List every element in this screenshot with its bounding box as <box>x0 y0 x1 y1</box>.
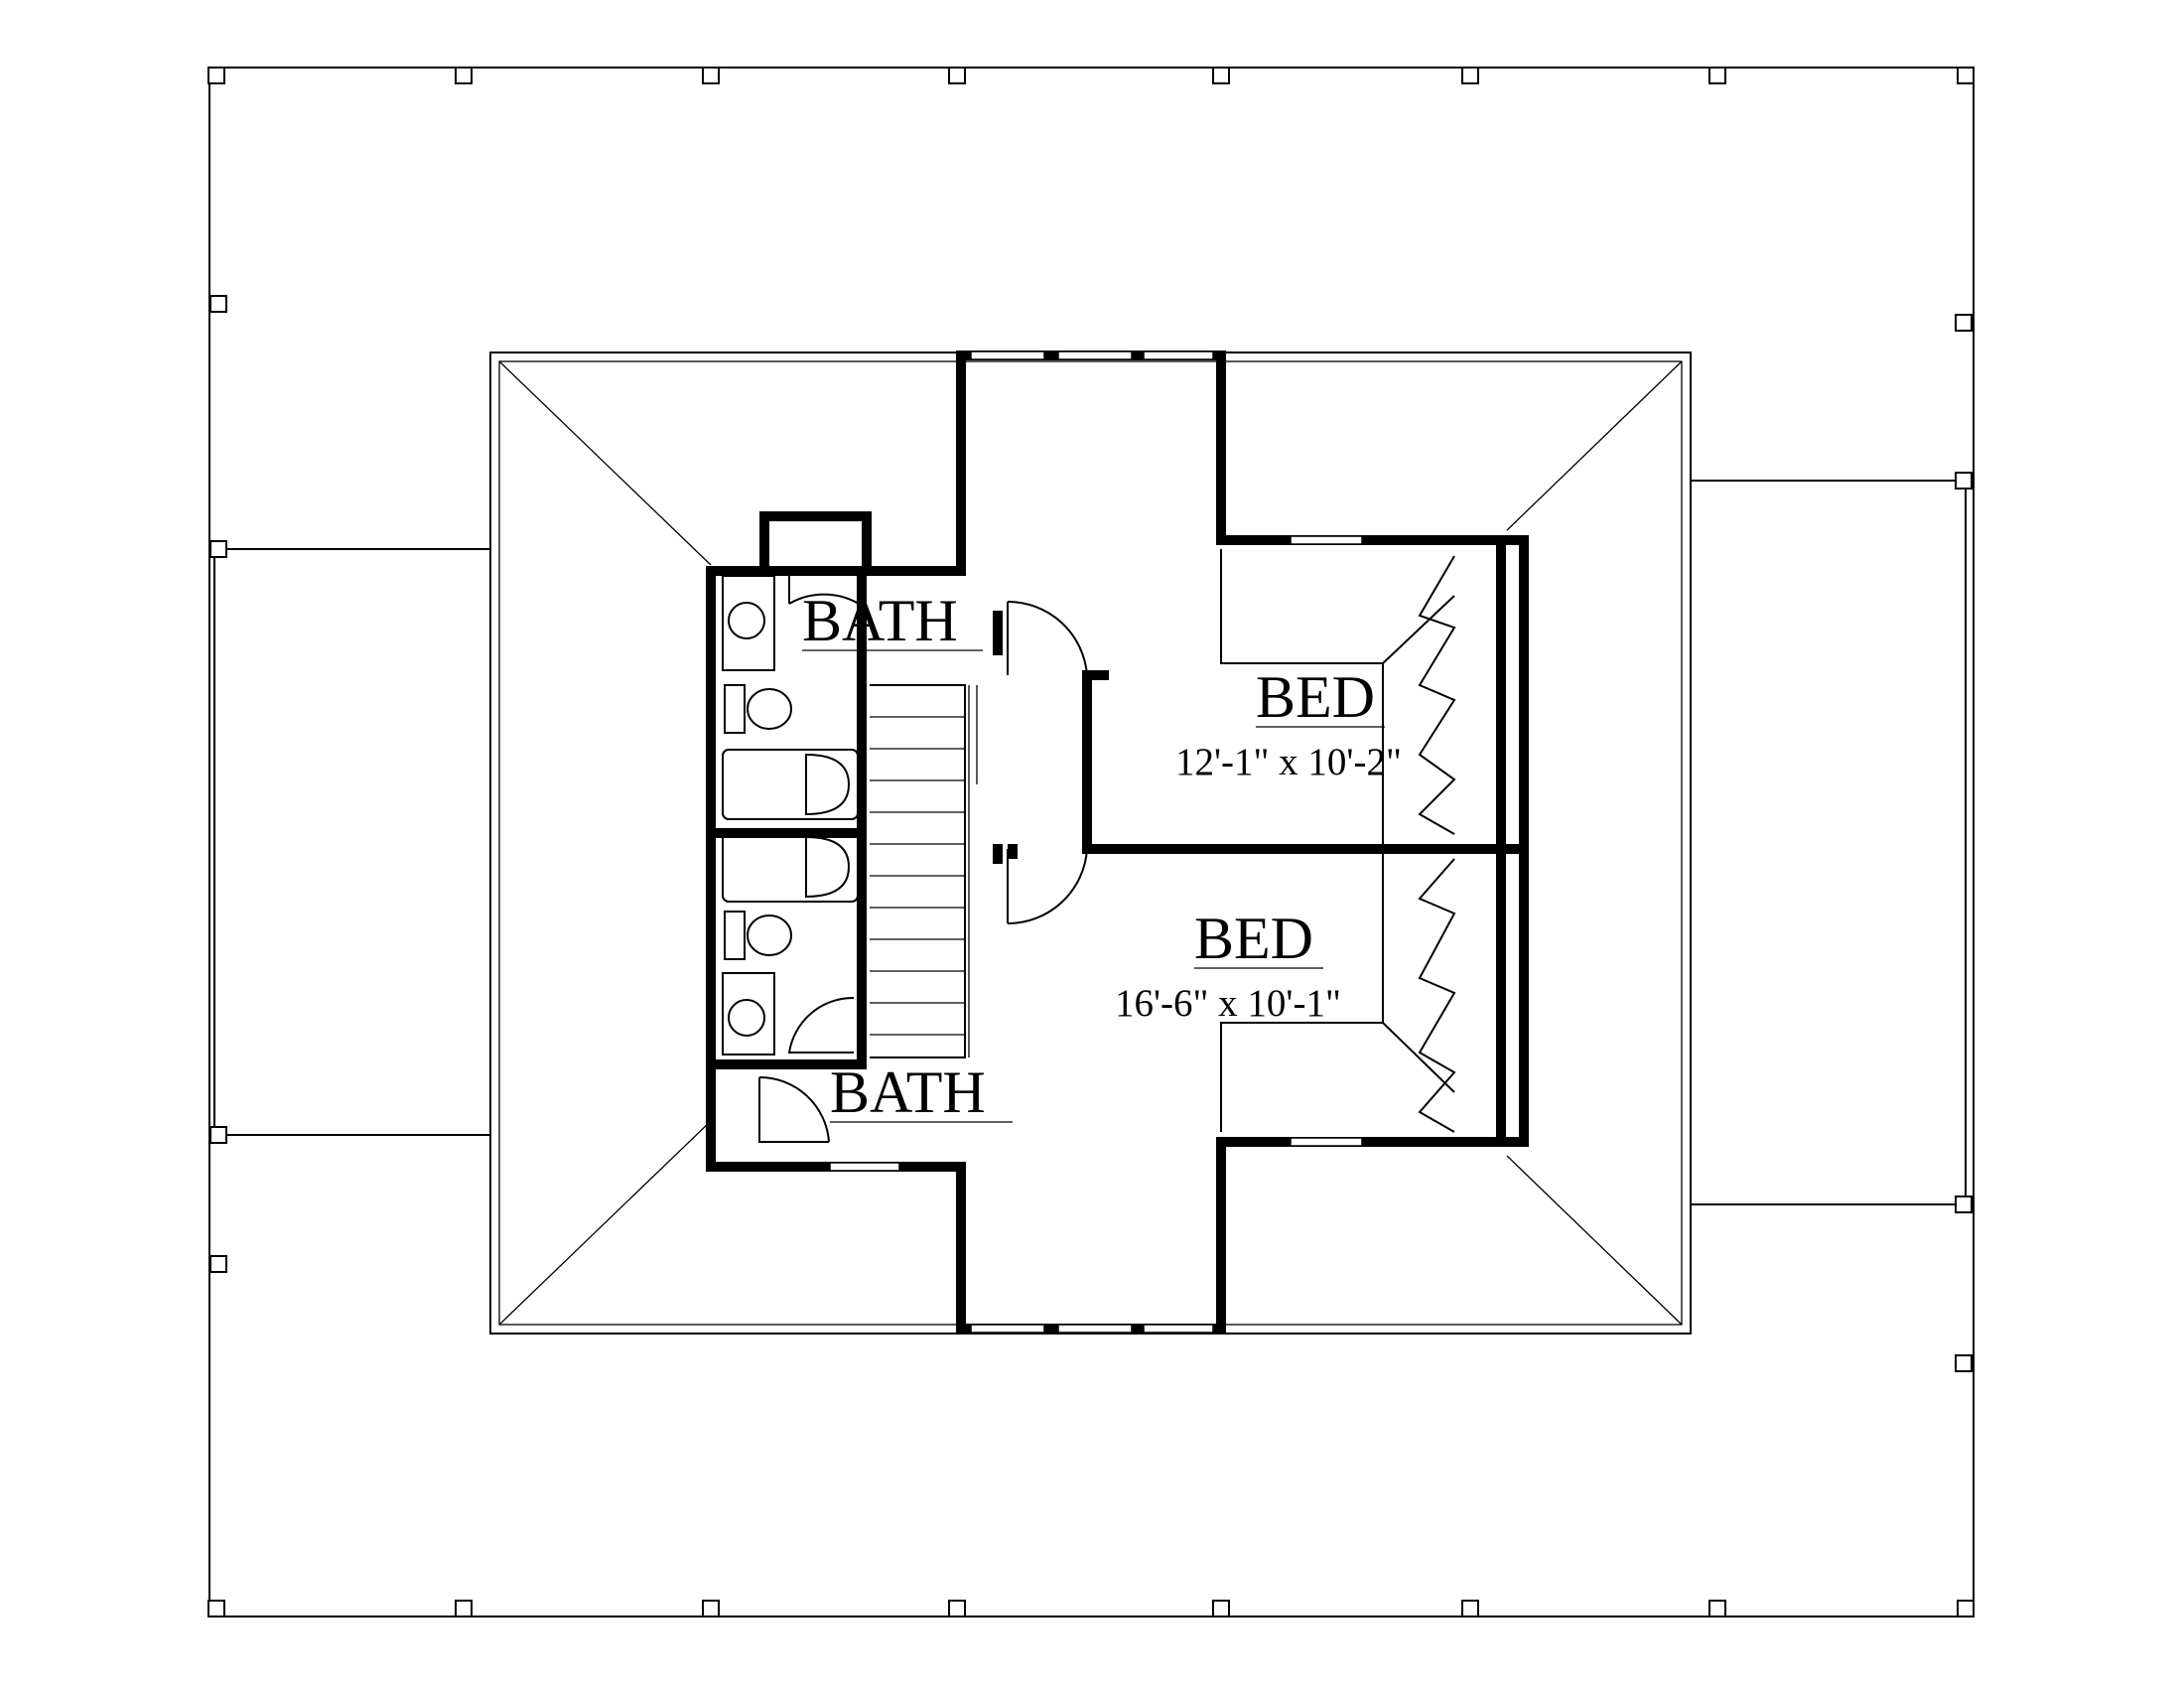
room-label-bath-lower: BATH <box>830 1059 1013 1125</box>
porch-outline <box>208 67 1975 1618</box>
porch-posts <box>207 67 1975 1618</box>
windows <box>829 351 1363 1334</box>
bath-lower-label: BATH <box>830 1059 986 1125</box>
bed-upper-dimensions: 12'-1" x 10'-2" <box>1175 741 1402 783</box>
interior-partitions <box>722 549 1456 1143</box>
bath-upper-label: BATH <box>802 588 958 653</box>
room-label-bed-upper: BED 12'-1" x 10'-2" <box>1175 664 1402 783</box>
room-label-bed-lower: BED 16'-6" x 10'-1" <box>1115 906 1341 1025</box>
bed-lower-dimensions: 16'-6" x 10'-1" <box>1115 982 1341 1025</box>
bed-lower-label: BED <box>1194 906 1313 971</box>
bed-upper-label: BED <box>1256 664 1375 730</box>
room-label-bath-upper: BATH <box>802 588 983 653</box>
